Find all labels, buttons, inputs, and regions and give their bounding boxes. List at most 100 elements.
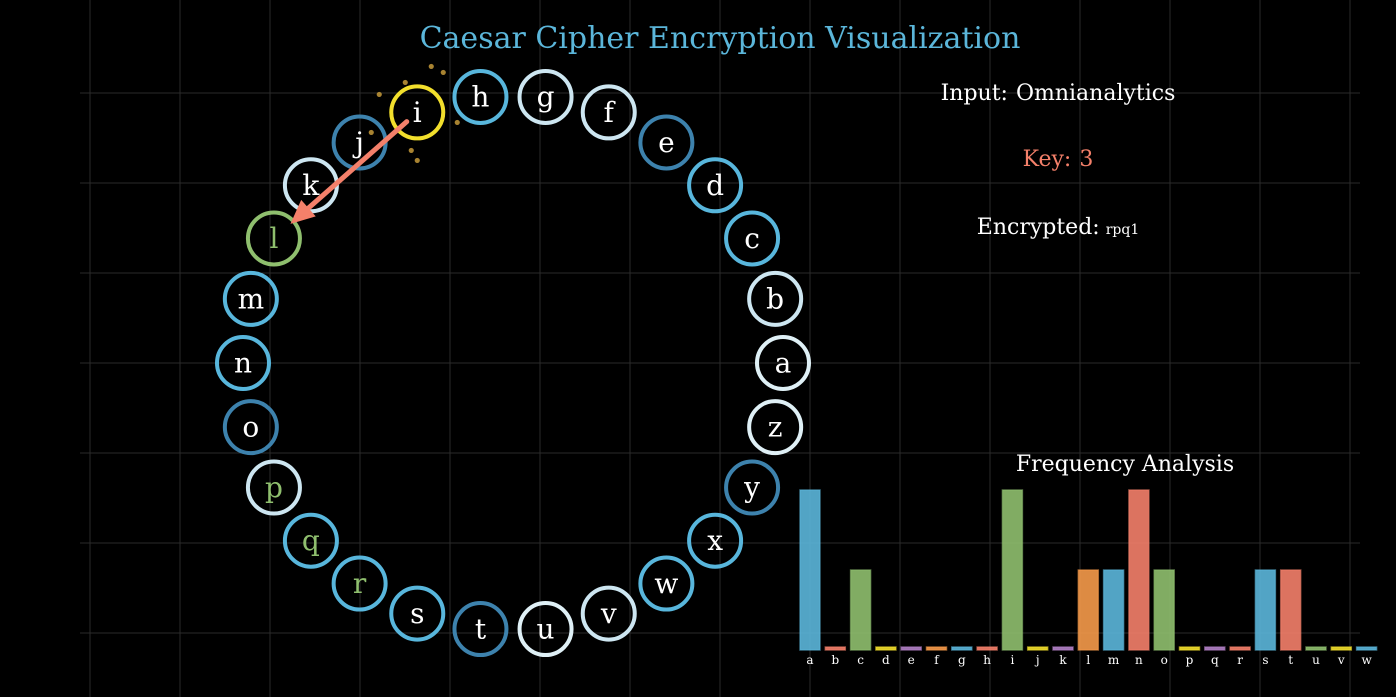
sparkle-dot — [428, 63, 434, 70]
letter-label: f — [604, 96, 617, 129]
shift-arrow — [298, 119, 410, 218]
tick-label-g: g — [958, 653, 966, 667]
letter-ring — [517, 601, 574, 658]
sparkle-dot — [454, 119, 460, 126]
letter-label: e — [658, 126, 675, 159]
letter-ring — [245, 459, 302, 516]
tick-label-j: j — [1034, 653, 1040, 667]
input-line: Input: Omnianalytics — [941, 81, 1176, 106]
wheel-letter-o: o — [222, 399, 279, 456]
letter-ring — [687, 157, 744, 214]
bar-m — [1102, 569, 1125, 651]
bar-w — [1355, 646, 1378, 651]
key-value: 3 — [1079, 147, 1093, 172]
letter-ring — [452, 68, 509, 125]
wheel-letter-c: c — [724, 210, 781, 267]
letter-ring — [580, 84, 637, 141]
bar-n — [1128, 489, 1150, 651]
letter-label: k — [302, 169, 320, 202]
tick-label-c: c — [857, 653, 864, 667]
bar-f — [925, 646, 948, 651]
sparkle-dot — [414, 157, 420, 164]
tick-label-d: d — [882, 653, 890, 667]
letter-ring — [331, 555, 388, 612]
wheel-letter-w: w — [638, 555, 695, 612]
wheel-letter-b: b — [747, 270, 804, 327]
bar-j — [1026, 646, 1049, 651]
letter-label: n — [234, 347, 252, 380]
tick-label-t: t — [1288, 653, 1293, 667]
sparkle-dot — [440, 69, 446, 76]
letter-label: a — [775, 347, 792, 380]
chart-title: Frequency Analysis — [1016, 452, 1234, 477]
wheel-letter-m: m — [222, 270, 279, 327]
letter-ring — [222, 399, 279, 456]
tick-label-p: p — [1186, 653, 1194, 667]
letter-label: v — [600, 597, 617, 630]
sparkle-dot — [376, 91, 382, 98]
sparkle-dot — [402, 79, 408, 86]
wheel-letter-p: p — [245, 459, 302, 516]
wheel-letter-f: f — [580, 84, 637, 141]
bar-c — [849, 569, 872, 651]
letter-ring — [452, 601, 509, 658]
letter-label: s — [410, 597, 424, 630]
bar-r — [1229, 646, 1251, 651]
tick-label-e: e — [908, 653, 915, 667]
letter-label: j — [352, 126, 364, 159]
wheel-letter-s: s — [389, 585, 446, 642]
wheel-letter-u: u — [517, 601, 574, 658]
wheel-letter-d: d — [687, 157, 744, 214]
tick-label-w: w — [1361, 653, 1372, 667]
tick-label-m: m — [1108, 653, 1120, 667]
encrypted-label: Encrypted: — [977, 215, 1100, 240]
bar-o — [1153, 569, 1175, 651]
input-label: Input: — [941, 81, 1008, 106]
bar-g — [951, 646, 973, 651]
tick-label-a: a — [806, 653, 813, 667]
bar-k — [1052, 646, 1074, 651]
letter-ring — [580, 585, 637, 642]
wheel-letter-t: t — [452, 601, 509, 658]
bar-h — [976, 646, 998, 651]
sparkle-dot — [368, 129, 374, 136]
wheel-letter-z: z — [747, 399, 804, 456]
wheel-letter-i: i — [389, 84, 446, 141]
bar-p — [1178, 646, 1201, 651]
bar-a — [799, 489, 821, 651]
letter-ring — [215, 335, 271, 391]
letter-label: x — [707, 524, 723, 557]
key-label: Key: — [1023, 147, 1072, 172]
bar-d — [875, 646, 897, 651]
letter-label: l — [269, 222, 278, 255]
tick-label-l: l — [1086, 653, 1090, 667]
bar-q — [1204, 646, 1226, 651]
key-line: Key: 3 — [1023, 147, 1094, 172]
letter-label: b — [766, 282, 784, 315]
letter-label: y — [743, 471, 760, 504]
letter-ring — [517, 68, 574, 125]
letter-label: t — [475, 613, 487, 646]
tick-label-f: f — [934, 653, 940, 667]
letter-label: p — [265, 471, 283, 504]
bar-l — [1077, 569, 1100, 651]
encrypted-line: Encrypted:rpq1 — [977, 215, 1139, 240]
tick-label-k: k — [1059, 653, 1067, 667]
bar-s — [1254, 569, 1277, 651]
letter-ring — [638, 555, 695, 612]
wheel-letter-l: l — [245, 210, 302, 267]
letter-ring — [245, 210, 302, 267]
letter-ring — [724, 210, 781, 267]
letter-label: w — [654, 567, 678, 600]
tick-label-r: r — [1237, 653, 1243, 667]
wheel-letter-e: e — [638, 114, 695, 171]
wheel-letter-v: v — [580, 585, 637, 642]
letter-ring — [687, 512, 744, 569]
letter-ring — [389, 585, 446, 642]
shift-arrow-layer — [290, 63, 460, 224]
input-value: Omnianalytics — [1016, 81, 1175, 106]
letter-label: i — [413, 96, 422, 129]
